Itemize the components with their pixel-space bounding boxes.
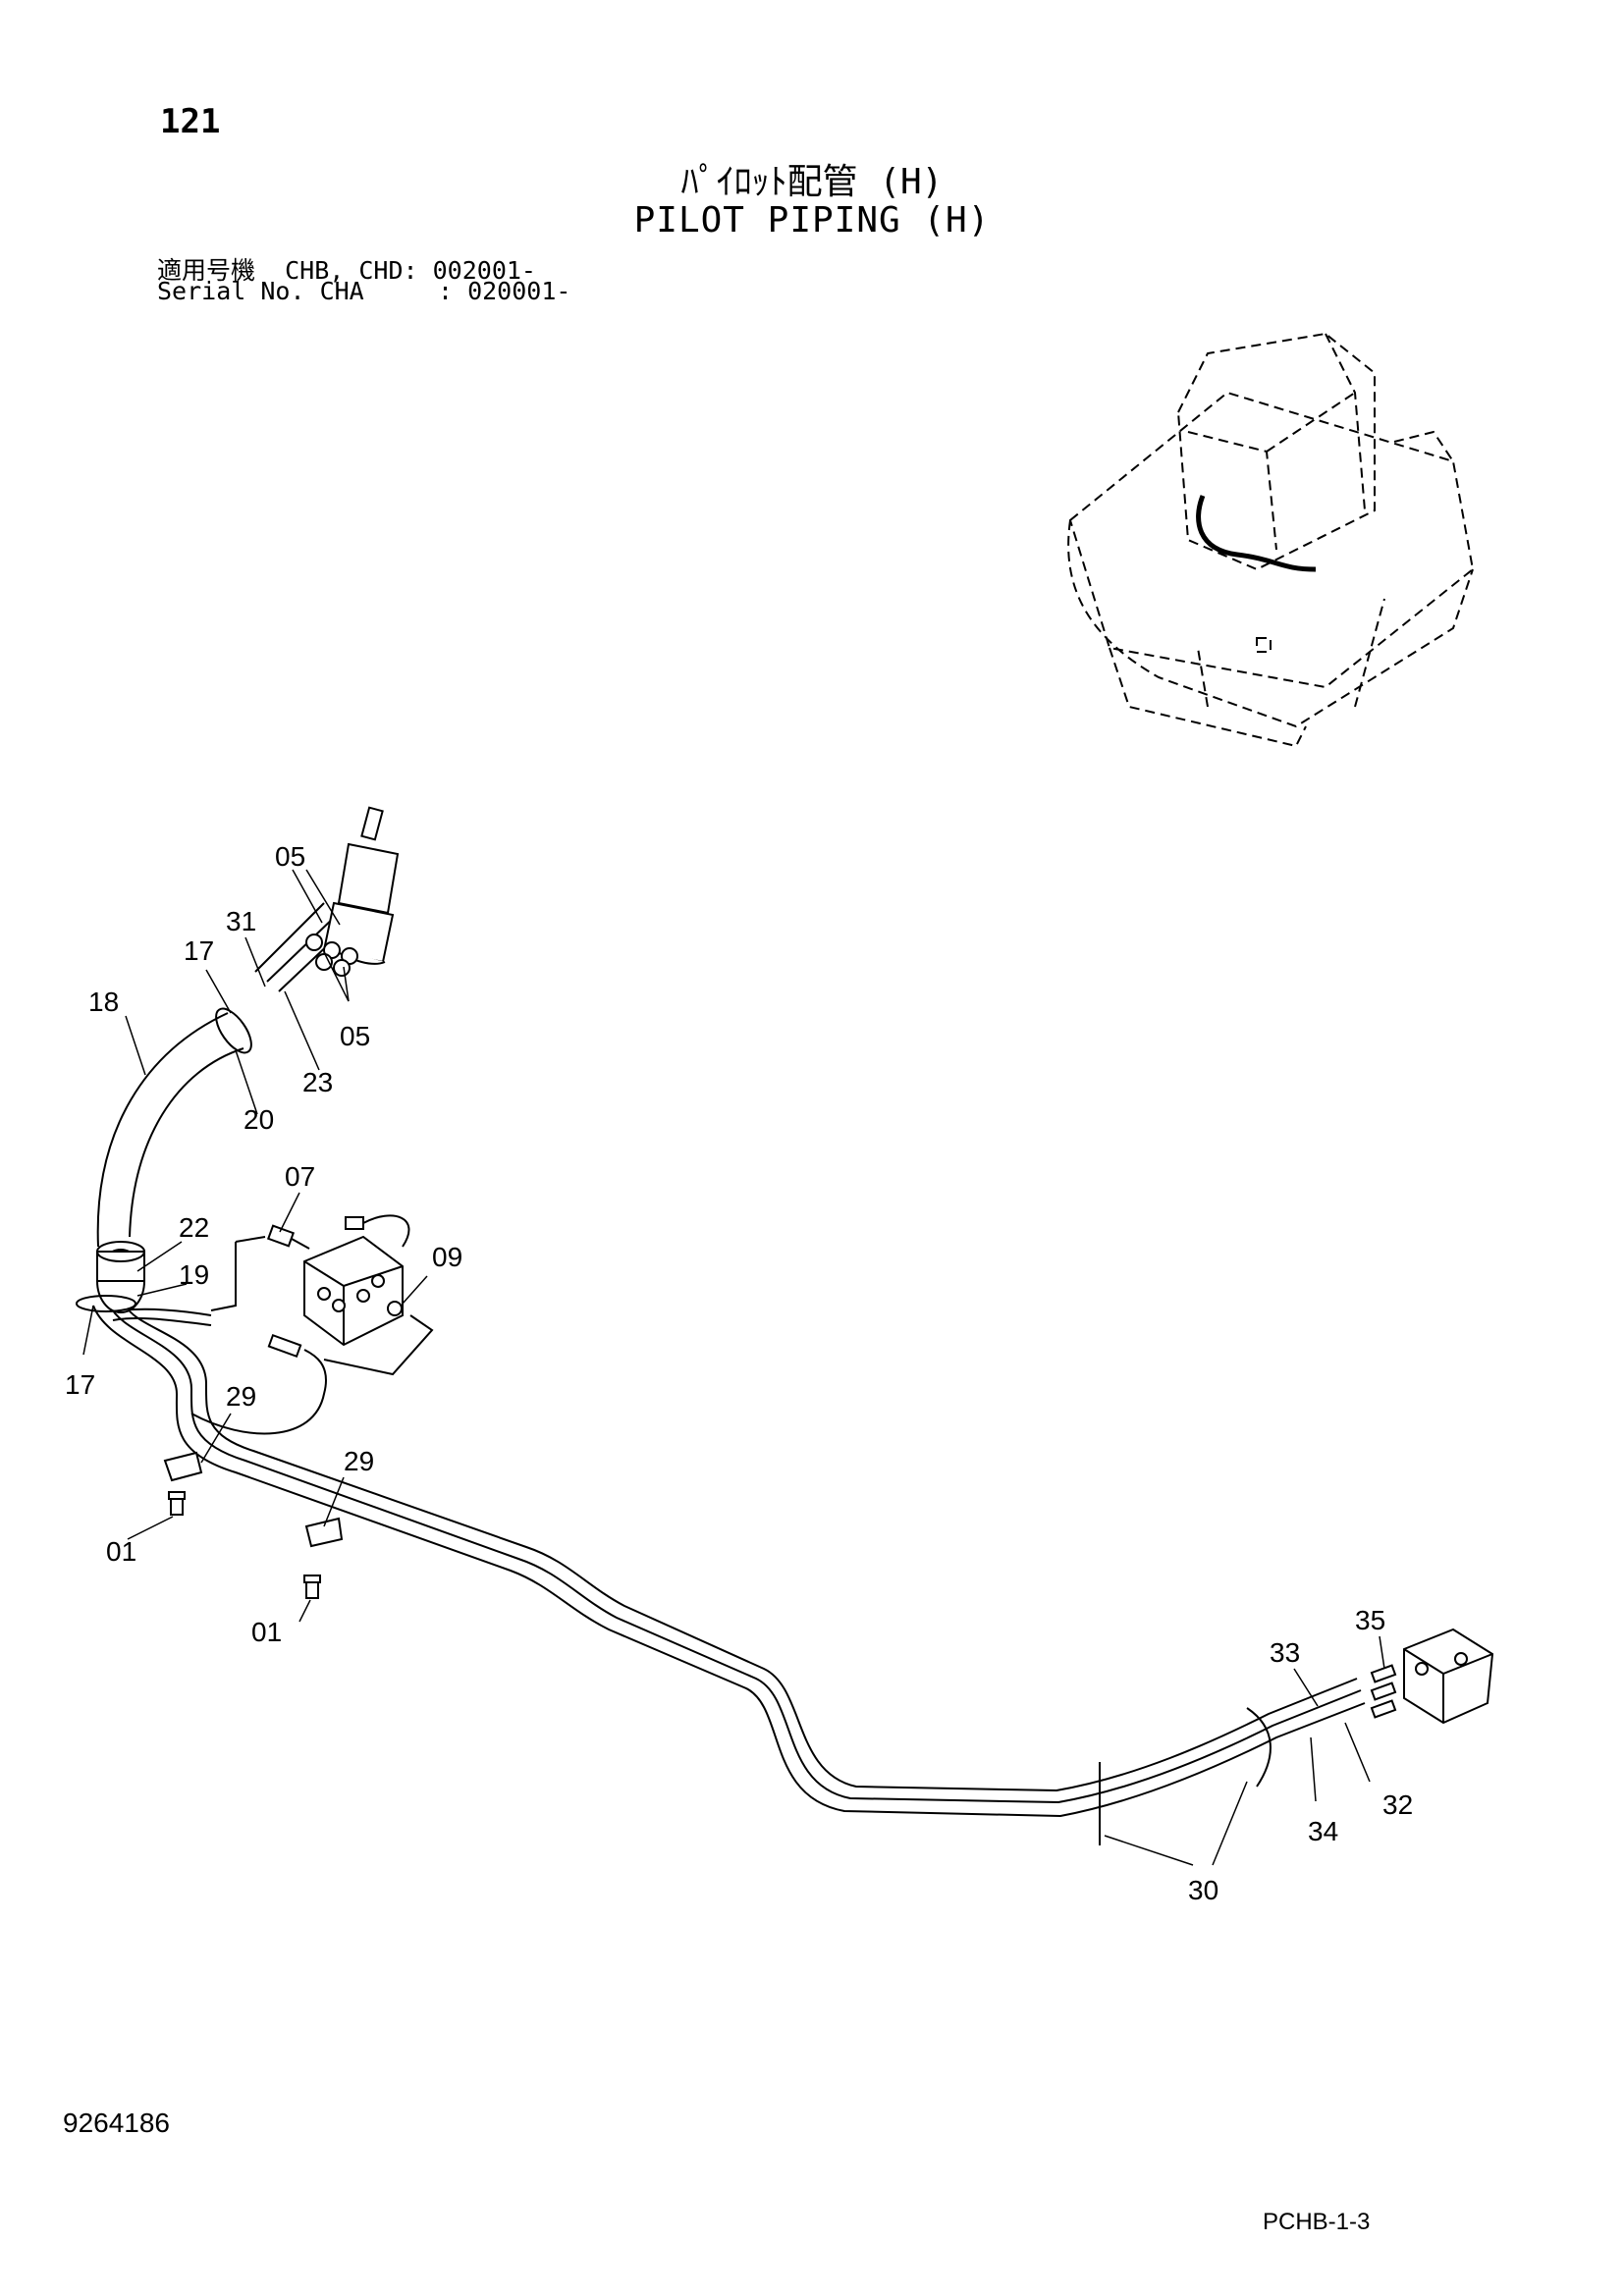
callout-17-lower: 17 <box>65 1369 95 1400</box>
callout-29-left: 29 <box>226 1381 256 1412</box>
callout-07: 07 <box>285 1161 315 1192</box>
callout-30: 30 <box>1188 1875 1218 1905</box>
callout-01-right: 01 <box>251 1617 282 1647</box>
page-number: 121 <box>160 102 221 141</box>
page-code: PCHB-1-3 <box>1263 2209 1371 2235</box>
callout-18: 18 <box>88 987 119 1017</box>
callout-33: 33 <box>1270 1637 1300 1668</box>
hose-clamps <box>76 1007 1272 1845</box>
callout-05-upper: 05 <box>275 841 305 872</box>
excavator-overview-illustration <box>1067 332 1475 748</box>
hose-bundle <box>92 902 1366 1818</box>
callout-09: 09 <box>432 1242 462 1272</box>
callout-05-lower: 05 <box>340 1021 370 1051</box>
solenoid-valve-block <box>210 1214 434 1376</box>
bolts <box>163 1451 344 1599</box>
serial-number-line: Serial No. CHA : 020001- <box>157 277 571 305</box>
callout-35: 35 <box>1355 1605 1385 1635</box>
callout-01-left: 01 <box>106 1536 136 1567</box>
pilot-valve <box>305 806 400 977</box>
callout-22: 22 <box>179 1212 209 1243</box>
page-title-english: PILOT PIPING (H) <box>633 200 991 240</box>
drawing-number: 9264186 <box>63 2108 171 2138</box>
leader-lines <box>82 869 1385 1866</box>
highlighted-pilot-line <box>1196 495 1317 572</box>
callout-32: 32 <box>1382 1789 1413 1820</box>
callout-29-right: 29 <box>344 1446 374 1476</box>
callout-31: 31 <box>226 906 256 936</box>
right-manifold-block <box>1370 1628 1494 1725</box>
callout-20: 20 <box>244 1104 274 1135</box>
callout-23: 23 <box>302 1067 333 1097</box>
page-title-japanese: ﾊﾟｲﾛｯﾄ配管 (H) <box>680 162 944 202</box>
callout-17-upper: 17 <box>184 935 214 966</box>
part-callouts: 05 31 17 18 05 23 20 07 22 09 19 17 29 2… <box>65 841 1413 1905</box>
serial-applicability-line: 適用号機 CHB, CHD: 002001- <box>157 256 536 285</box>
callout-34: 34 <box>1308 1816 1338 1846</box>
callout-19: 19 <box>179 1259 209 1290</box>
